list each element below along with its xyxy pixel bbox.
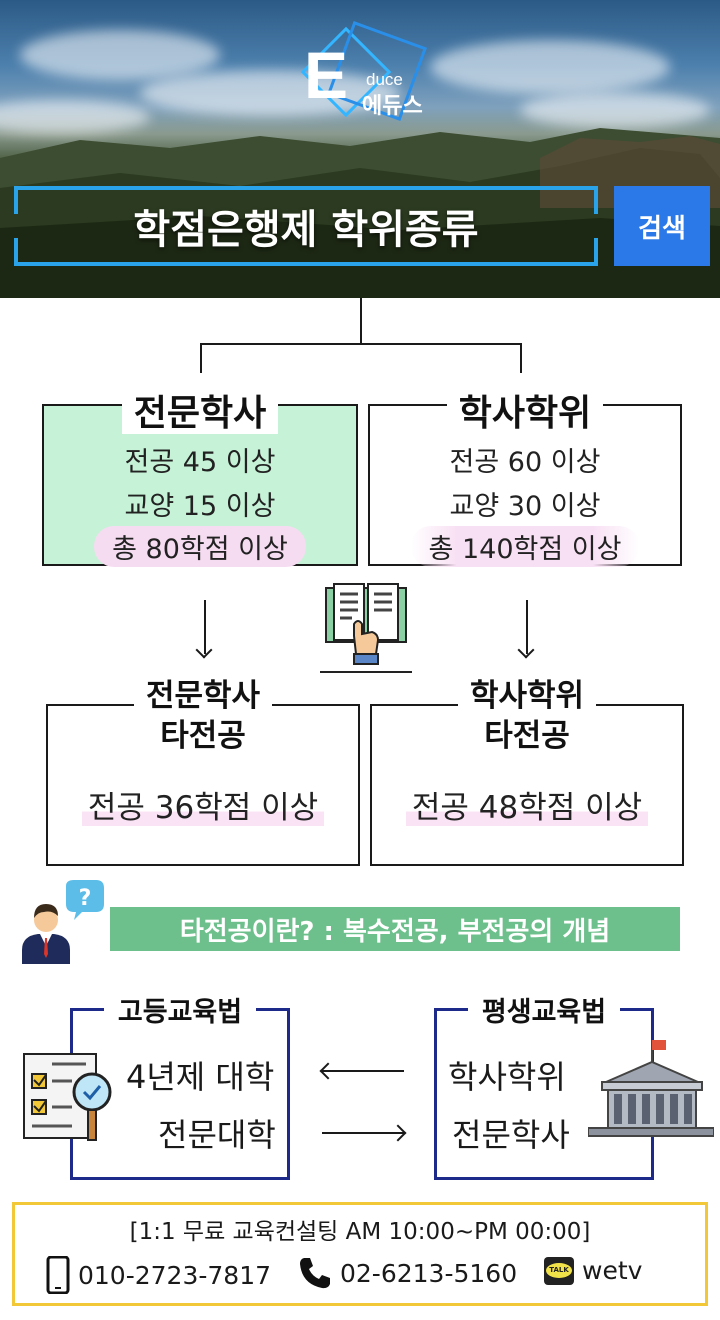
- law-item: 4년제 대학: [126, 1058, 275, 1096]
- contact-box: [12, 1202, 708, 1306]
- mobile-phone-icon: [46, 1256, 70, 1294]
- degree-title: 전문학사: [42, 384, 358, 436]
- kakao-id: wetv: [582, 1256, 643, 1285]
- other-major-requirement: 전공 36학점 이상: [81, 790, 325, 826]
- arrow-left-icon: [322, 1070, 404, 1072]
- mobile-number: 010-2723-7817: [78, 1260, 272, 1290]
- phone-number: 02-6213-5160: [340, 1258, 518, 1288]
- tree-right-drop: [520, 343, 522, 373]
- degree-box-associate: 전공 45 이상 교양 15 이상 총 80학점 이상: [42, 404, 358, 567]
- logo-suffix: duce: [366, 70, 403, 89]
- book-hand-icon: [320, 583, 412, 673]
- other-major-title: 학사학위 타전공: [370, 676, 684, 756]
- kakaotalk-icon: TALK: [544, 1256, 574, 1285]
- law-item: 전문학사: [452, 1116, 570, 1154]
- logo-letter: E: [304, 38, 349, 112]
- degree-major: 전공 45 이상: [124, 447, 276, 478]
- checklist-magnifier-icon: [23, 1053, 112, 1141]
- degree-major: 전공 60 이상: [449, 447, 601, 478]
- tree-left-drop: [200, 343, 202, 373]
- degree-total: 총 80학점 이상: [94, 526, 306, 567]
- tree-branch: [200, 343, 522, 345]
- arrow-down-icon: [526, 600, 528, 654]
- bubble-question-mark: ?: [79, 886, 92, 911]
- educe-logo: E duce 에듀스: [292, 21, 432, 122]
- kakao-contact[interactable]: TALK wetv: [544, 1256, 642, 1285]
- kakao-badge: TALK: [546, 1263, 572, 1278]
- mobile-contact[interactable]: 010-2723-7817: [46, 1256, 271, 1294]
- degree-general: 교양 15 이상: [124, 491, 276, 522]
- law-item: 전문대학: [158, 1116, 276, 1154]
- degree-title: 학사학위: [368, 384, 682, 436]
- law-title: 평생교육법: [434, 990, 654, 1029]
- phone-contact[interactable]: 02-6213-5160: [298, 1256, 517, 1290]
- consulting-hours: [1:1 무료 교육컨설팅 AM 10:00~PM 00:00]: [129, 1219, 591, 1245]
- other-major-requirement: 전공 48학점 이상: [405, 790, 649, 826]
- businessman-question-icon: ?: [22, 880, 104, 964]
- arrow-down-icon: [204, 600, 206, 654]
- tree-trunk: [360, 298, 362, 344]
- telephone-icon: [300, 1258, 330, 1289]
- degree-general: 교양 30 이상: [449, 491, 601, 522]
- arrow-right-icon: [322, 1132, 404, 1134]
- concept-banner: 타전공이란? : 복수전공, 부전공의 개념: [110, 907, 680, 951]
- law-item: 학사학위: [448, 1058, 566, 1096]
- page-title: 학점은행제 학위종류: [133, 207, 479, 253]
- other-major-title: 전문학사 타전공: [46, 676, 360, 756]
- law-title: 고등교육법: [70, 990, 290, 1029]
- title-bracket: [14, 186, 598, 266]
- degree-total: 총 140학점 이상: [410, 526, 640, 567]
- logo-korean-name: 에듀스: [362, 94, 423, 119]
- search-button[interactable]: 검색: [614, 186, 710, 266]
- government-building-icon: [588, 1040, 714, 1137]
